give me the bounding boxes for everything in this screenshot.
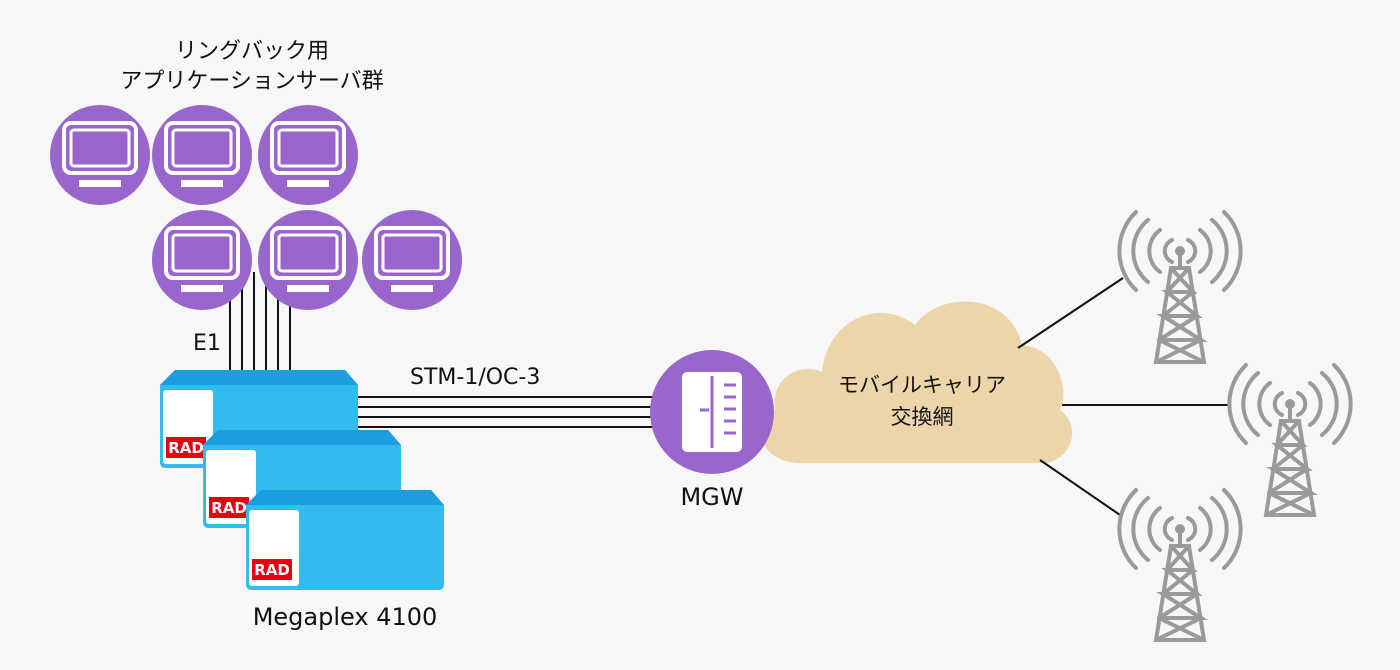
rad-logo [252,559,292,580]
e1-label: E1 [193,331,221,356]
rad-logo-text: RAD [254,561,290,579]
rad-logo-text: RAD [211,499,247,517]
rad-logo-text: RAD [168,439,204,457]
rad-logo [166,437,206,458]
cloud-label-line2: 交換網 [891,405,954,429]
server-6[interactable] [362,210,462,310]
server-2[interactable] [152,105,252,205]
server-4[interactable] [152,210,252,310]
megaplex-unit-3[interactable]: RAD [246,490,444,590]
server-1[interactable] [50,105,150,205]
cloud-label-line1: モバイルキャリア [838,373,1006,397]
megaplex-label: Megaplex 4100 [253,603,438,631]
servers-label-line2: アプリケーションサーバ群 [120,69,383,94]
mgw-device[interactable] [650,350,774,474]
stm-label: STM-1/OC-3 [410,365,540,390]
stm-link-lines [358,396,652,428]
rad-logo [209,497,249,518]
cell-tower-icon [1117,488,1243,642]
server-5[interactable] [258,210,358,310]
cell-tower-icon [1227,363,1353,517]
mobile-carrier-cloud: モバイルキャリア 交換網 [761,301,1073,464]
tower-link-lines [1017,277,1230,516]
server-3[interactable] [258,105,358,205]
servers-label-line1: リングバック用 [175,39,329,64]
cell-tower-icon [1117,210,1243,364]
mgw-label: MGW [680,483,743,511]
